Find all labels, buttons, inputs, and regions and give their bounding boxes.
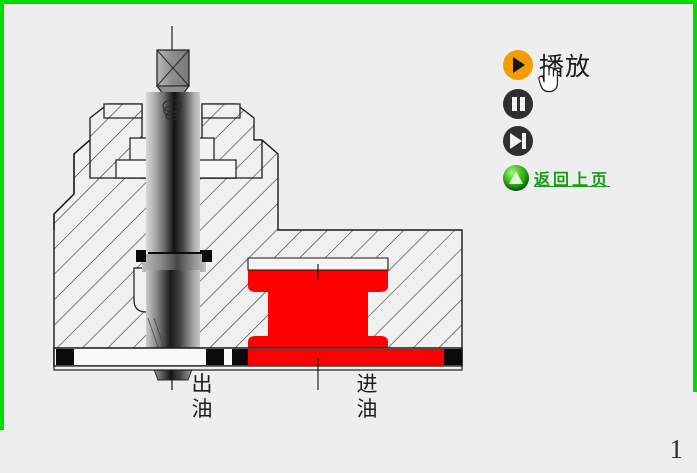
page-border-top [0, 0, 697, 4]
next-control-row[interactable] [503, 124, 673, 158]
play-control-row[interactable]: 播放 [503, 46, 673, 84]
gasket-3 [232, 349, 248, 365]
pause-control-row[interactable] [503, 87, 673, 121]
green-up-arrow-sphere-icon[interactable] [503, 165, 529, 191]
play-button-label[interactable]: 播放 [539, 52, 592, 81]
stem-coil-detail [162, 99, 182, 121]
base-plate [53, 365, 463, 371]
stem-collar-band [142, 254, 206, 272]
pause-bar-left [512, 97, 517, 111]
back-control-row[interactable]: 返回上页 [503, 161, 673, 195]
label-inlet-char-1: 进油 [356, 372, 378, 421]
next-track-icon[interactable] [503, 126, 533, 156]
back-button-label[interactable]: 返回上页 [534, 170, 611, 189]
label-outlet-char-1: 出油 [191, 372, 213, 421]
next-bar [522, 133, 526, 149]
page-border-left [0, 0, 4, 430]
page-border-right [693, 0, 697, 392]
stem-seal-right [202, 250, 212, 262]
pressurized-oil-region [248, 270, 388, 358]
bonnet-step-left [103, 103, 143, 119]
base-channel-oil [248, 349, 444, 365]
label-outlet-port: 出油 [180, 372, 224, 422]
pause-icon[interactable] [503, 89, 533, 119]
hydraulic-valve-diagram [30, 18, 490, 398]
valve-stem-upper [146, 92, 200, 252]
bonnet-step-right [201, 103, 241, 119]
valve-stem-lower [146, 270, 200, 348]
gasket-2 [206, 349, 224, 365]
play-icon[interactable] [503, 50, 533, 80]
pause-bar-right [520, 97, 525, 111]
next-triangle [510, 133, 522, 149]
stem-seal-left [136, 250, 146, 262]
gasket-1 [56, 349, 74, 365]
label-inlet-port: 进油 [345, 372, 389, 422]
playback-controls: 播放 返回上页 [503, 46, 673, 198]
page-number: 1 [669, 434, 684, 464]
gasket-4 [444, 349, 462, 365]
stem-square-cap [155, 49, 191, 95]
